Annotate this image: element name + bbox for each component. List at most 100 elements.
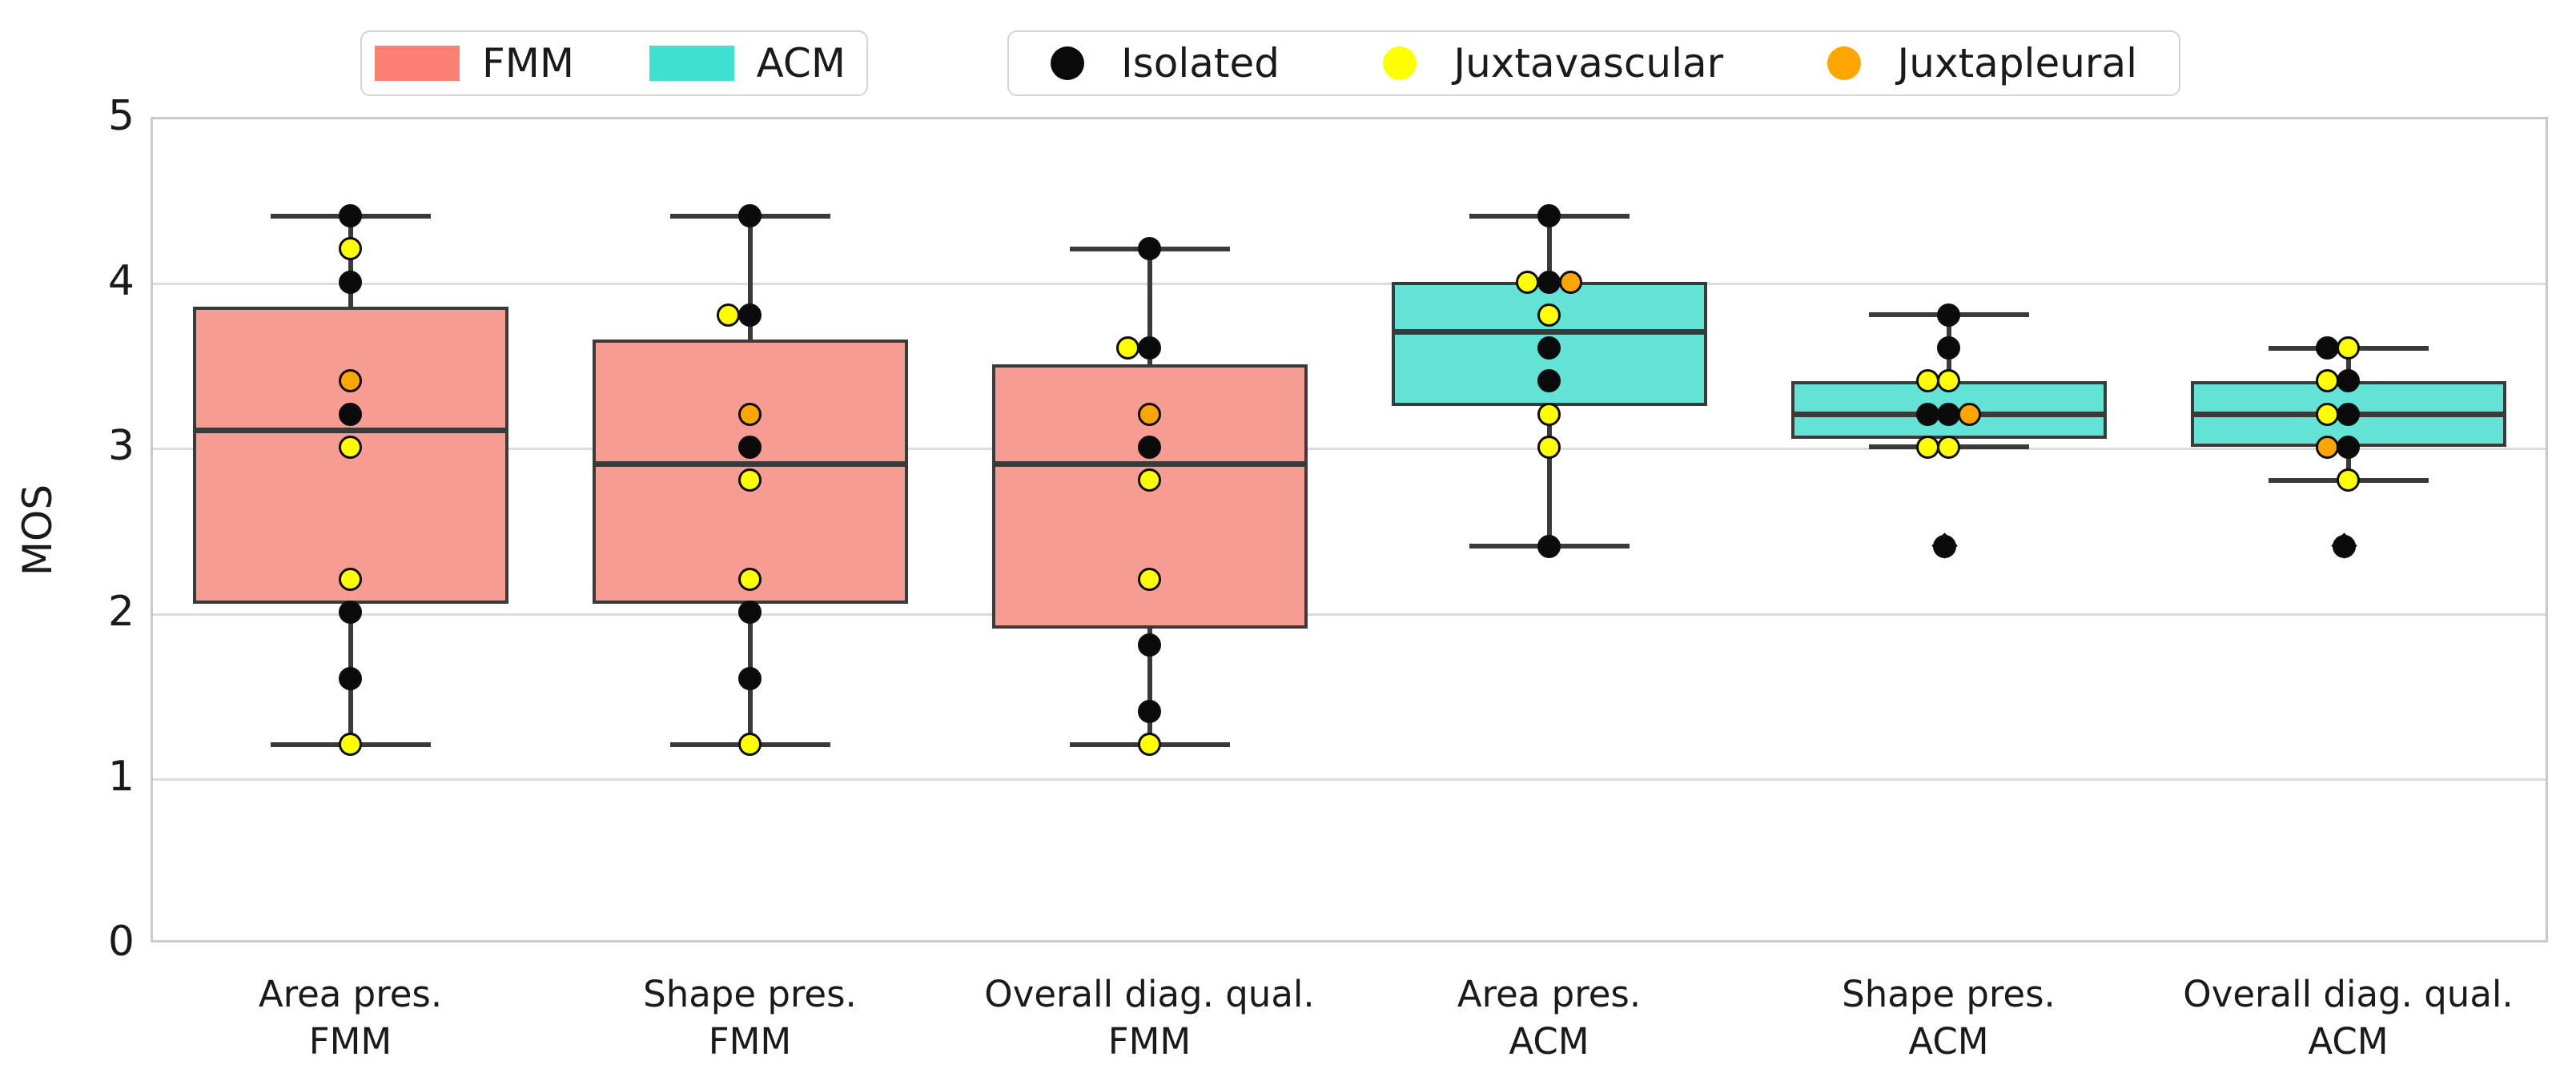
data-point bbox=[1559, 270, 1582, 294]
data-point bbox=[1537, 402, 1561, 426]
legend-item-acm: ACM bbox=[649, 40, 846, 86]
upper-whisker bbox=[2345, 348, 2351, 381]
data-point bbox=[1937, 336, 1960, 360]
data-point bbox=[1933, 534, 1956, 558]
juxtapleural-dot-icon bbox=[1827, 46, 1861, 80]
data-point bbox=[339, 369, 362, 393]
gridline bbox=[153, 778, 2546, 781]
data-point bbox=[738, 402, 762, 426]
data-point bbox=[339, 567, 362, 591]
data-point bbox=[1138, 402, 1161, 426]
data-point bbox=[1937, 435, 1960, 459]
x-category-label-line1: Area pres. bbox=[1457, 973, 1642, 1015]
data-point bbox=[738, 204, 762, 228]
x-category-label-line1: Shape pres. bbox=[1842, 973, 2056, 1015]
x-category-label-line1: Shape pres. bbox=[643, 973, 857, 1015]
data-point bbox=[738, 666, 762, 690]
data-point bbox=[1138, 237, 1161, 261]
x-category-label: Area pres.FMM bbox=[94, 970, 607, 1066]
x-category-label-line2: ACM bbox=[1509, 1020, 1589, 1063]
data-point bbox=[1537, 270, 1561, 294]
median-line bbox=[192, 428, 508, 434]
legend-item-fmm: FMM bbox=[375, 40, 574, 86]
gridline bbox=[153, 283, 2546, 286]
data-point bbox=[2337, 369, 2360, 393]
y-tick-label: 1 bbox=[107, 752, 135, 801]
data-point bbox=[339, 237, 362, 261]
legend-label-acm: ACM bbox=[756, 40, 846, 86]
lower-whisker bbox=[1147, 629, 1152, 745]
data-point bbox=[2316, 336, 2339, 360]
data-point bbox=[738, 567, 762, 591]
upper-whisker bbox=[1147, 248, 1152, 365]
x-category-label-line1: Overall diag. qual. bbox=[2183, 973, 2514, 1015]
acm-color-swatch bbox=[649, 46, 734, 81]
y-tick-label: 4 bbox=[107, 257, 135, 306]
data-point bbox=[1138, 567, 1161, 591]
data-point bbox=[339, 733, 362, 757]
data-point bbox=[2316, 402, 2339, 426]
data-point bbox=[1537, 435, 1561, 459]
legend-item-juxtavascular: Juxtavascular bbox=[1383, 40, 1723, 86]
data-point bbox=[1958, 402, 1981, 426]
upper-whisker bbox=[747, 215, 753, 340]
data-point bbox=[738, 601, 762, 625]
median-line bbox=[991, 460, 1308, 467]
data-point bbox=[1516, 270, 1539, 294]
data-point bbox=[1937, 303, 1960, 327]
data-point bbox=[1116, 336, 1139, 360]
median-line bbox=[1391, 328, 1707, 335]
data-point bbox=[738, 733, 762, 757]
data-point bbox=[339, 601, 362, 625]
legend-label-fmm: FMM bbox=[482, 40, 575, 86]
data-point bbox=[717, 303, 740, 327]
x-category-label-line2: FMM bbox=[308, 1020, 392, 1063]
data-point bbox=[339, 402, 362, 426]
data-point bbox=[1537, 534, 1561, 558]
data-point bbox=[1138, 733, 1161, 757]
data-point bbox=[1537, 336, 1561, 360]
data-point bbox=[738, 435, 762, 459]
data-point bbox=[2337, 402, 2360, 426]
x-category-label-line2: ACM bbox=[1908, 1020, 1989, 1063]
legend-item-juxtapleural: Juxtapleural bbox=[1827, 40, 2137, 86]
data-point bbox=[1937, 402, 1960, 426]
data-point bbox=[2337, 435, 2360, 459]
x-category-label-line1: Overall diag. qual. bbox=[984, 973, 1315, 1015]
gridline bbox=[153, 448, 2546, 451]
juxtavascular-dot-icon bbox=[1383, 46, 1417, 80]
plot-area bbox=[151, 117, 2548, 942]
data-point bbox=[738, 303, 762, 327]
data-point bbox=[339, 204, 362, 228]
data-point bbox=[1138, 699, 1161, 723]
lower-whisker bbox=[2345, 447, 2351, 480]
legend-nodule-types: Isolated Juxtavascular Juxtapleural bbox=[1007, 30, 2180, 96]
data-point bbox=[2316, 435, 2339, 459]
data-point bbox=[1916, 435, 1939, 459]
lower-whisker bbox=[1546, 405, 1552, 547]
data-point bbox=[1537, 204, 1561, 228]
x-category-label: Area pres. ACM bbox=[1293, 970, 1806, 1066]
data-point bbox=[2337, 468, 2360, 492]
x-category-label: Overall diag. qual. ACM bbox=[2092, 970, 2576, 1066]
x-category-label-line2: ACM bbox=[2308, 1020, 2389, 1063]
fmm-color-swatch bbox=[375, 46, 460, 81]
data-point bbox=[1138, 468, 1161, 492]
x-category-label-line2: FMM bbox=[708, 1020, 792, 1063]
legend-label-juxtavascular: Juxtavascular bbox=[1453, 40, 1724, 86]
data-point bbox=[1916, 402, 1939, 426]
data-point bbox=[339, 270, 362, 294]
isolated-dot-icon bbox=[1051, 46, 1084, 80]
median-line bbox=[592, 460, 908, 467]
data-point bbox=[1138, 633, 1161, 657]
gridline bbox=[153, 613, 2546, 616]
data-point bbox=[738, 468, 762, 492]
upper-whisker bbox=[1546, 215, 1552, 283]
y-tick-label: 5 bbox=[107, 92, 135, 140]
data-point bbox=[2333, 534, 2356, 558]
data-point bbox=[1138, 336, 1161, 360]
data-point bbox=[1916, 369, 1939, 393]
legend-label-isolated: Isolated bbox=[1121, 40, 1280, 86]
y-tick-label: 2 bbox=[107, 587, 135, 636]
